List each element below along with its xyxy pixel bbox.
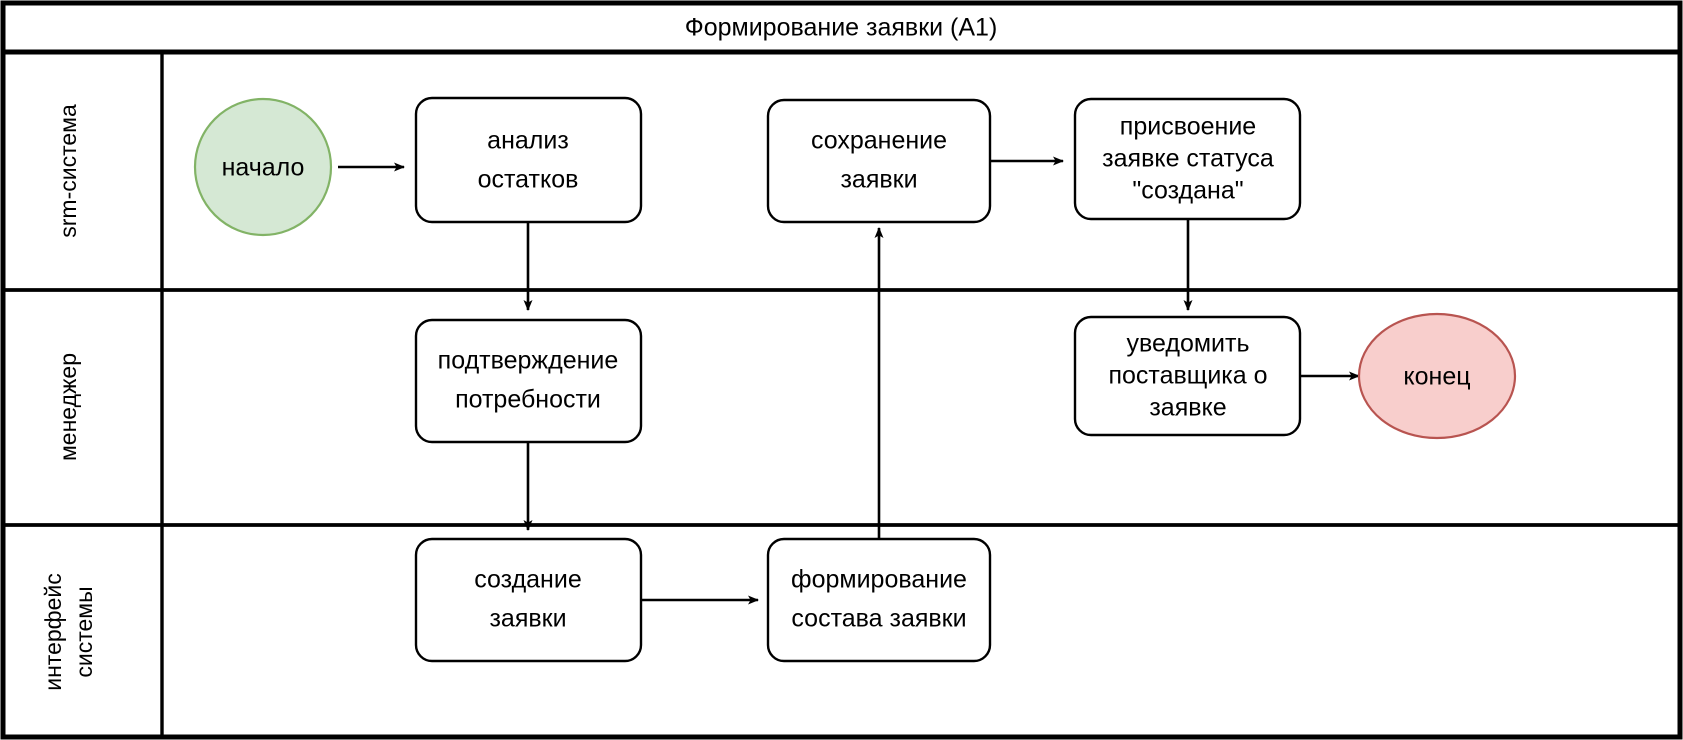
node-start-label: начало xyxy=(222,154,305,182)
node-uvedomit-line3: заявке xyxy=(1149,394,1226,422)
node-podtverzhdenie-potrebnosti[interactable]: подтверждение потребности xyxy=(414,318,643,444)
node-sozdanie-zayavki-line1: создание xyxy=(474,566,581,594)
node-sohranenie-zayavki-line1: сохранение xyxy=(811,127,947,155)
node-analiz-ostatkov-line1: анализ xyxy=(487,127,569,155)
lane-label-srm: srm-система xyxy=(55,104,81,238)
lane-label-interface-line1: интерфейс xyxy=(40,573,66,690)
node-sozdanie-zayavki[interactable]: создание заявки xyxy=(414,537,643,663)
node-sohranenie-zayavki[interactable]: сохранение заявки xyxy=(766,98,992,224)
lane-label-manager-text: менеджер xyxy=(55,353,81,461)
node-uvedomit-line1: уведомить xyxy=(1127,330,1250,358)
node-sozdanie-zayavki-line2: заявки xyxy=(489,605,566,633)
node-start[interactable]: начало xyxy=(193,97,333,237)
node-uvedomit-postavshchika[interactable]: уведомить поставщика о заявке xyxy=(1073,315,1302,437)
lane-label-srm-text: srm-система xyxy=(55,104,81,238)
lane-label-interface-line2: системы xyxy=(71,586,97,677)
node-podtverzhdenie-line2: потребности xyxy=(455,386,601,414)
node-prisvoenie-statusa-line3: "создана" xyxy=(1132,177,1243,205)
pool-title-band: Формирование заявки (А1) xyxy=(0,0,1683,55)
node-prisvoenie-statusa-line1: присвоение xyxy=(1120,113,1256,141)
lane-label-interface: интерфейс системы xyxy=(40,573,97,690)
node-formirovanie-sostava[interactable]: формирование состава заявки xyxy=(766,537,992,663)
node-formirovanie-sostava-line2: состава заявки xyxy=(791,605,966,633)
node-formirovanie-sostava-line1: формирование xyxy=(791,566,967,594)
node-prisvoenie-statusa-line2: заявке статуса xyxy=(1102,145,1274,173)
node-uvedomit-line2: поставщика о xyxy=(1108,362,1267,390)
page-title: Формирование заявки (А1) xyxy=(685,14,998,42)
node-analiz-ostatkov-line2: остатков xyxy=(478,166,579,194)
node-prisvoenie-statusa[interactable]: присвоение заявке статуса "создана" xyxy=(1073,97,1302,221)
node-podtverzhdenie-line1: подтверждение xyxy=(438,347,619,375)
node-sohranenie-zayavki-line2: заявки xyxy=(840,166,917,194)
lane-separators xyxy=(3,52,1680,737)
node-end-label: конец xyxy=(1403,363,1470,391)
node-analiz-ostatkov[interactable]: анализ остатков xyxy=(414,96,643,224)
node-end[interactable]: конец xyxy=(1357,312,1517,440)
edges-layer xyxy=(338,156,1360,605)
lane-label-manager: менеджер xyxy=(55,353,81,461)
